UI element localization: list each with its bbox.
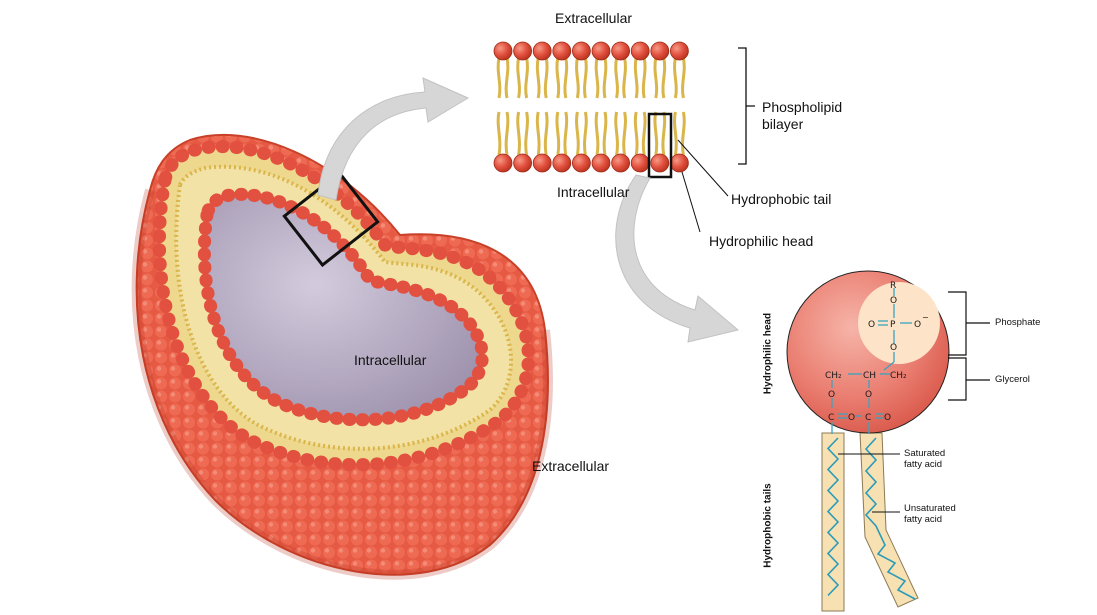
bilayer-tail xyxy=(683,112,685,155)
chem-ch: CH xyxy=(863,371,876,381)
bilayer-tail xyxy=(596,58,598,98)
bilayer-tail xyxy=(577,58,579,98)
chem-o-ester-left: O xyxy=(848,413,855,423)
bilayer-tail xyxy=(643,112,645,155)
bilayer-head-top xyxy=(514,42,532,60)
chem-ch2-left: CH₂ xyxy=(825,371,842,381)
bilayer-head-bottom xyxy=(612,154,630,172)
extracellular-cell-label: Extracellular xyxy=(532,458,609,474)
bilayer-head-top xyxy=(651,42,669,60)
bilayer-section xyxy=(494,42,688,172)
bilayer-head-bottom xyxy=(572,154,590,172)
bilayer-tail xyxy=(643,58,645,98)
bilayer-tail xyxy=(526,58,528,98)
chem-r: R xyxy=(890,281,896,291)
bilayer-tail xyxy=(565,58,567,98)
chem-o-ester-right: O xyxy=(884,413,891,423)
bilayer-tail xyxy=(506,58,508,98)
phosphate-label: Phosphate xyxy=(995,317,1040,328)
bilayer-head-top xyxy=(670,42,688,60)
chem-o-gly-left: O xyxy=(828,390,835,400)
unsaturated-fatty-acid-label: Unsaturated fatty acid xyxy=(904,503,956,525)
bilayer-tail xyxy=(577,112,579,155)
bilayer-tail xyxy=(616,58,618,98)
saturated-tail-box xyxy=(822,433,844,611)
bilayer-head-bottom xyxy=(553,154,571,172)
arrow-bilayer-to-molecule xyxy=(616,175,738,342)
bilayer-head-top xyxy=(494,42,512,60)
chem-o-top: O xyxy=(890,296,897,306)
chem-p: P xyxy=(890,320,896,330)
bilayer-tail xyxy=(635,58,637,98)
intracellular-cell-label: Intracellular xyxy=(354,352,426,368)
bilayer-head-bottom xyxy=(494,154,512,172)
chem-o-left: O xyxy=(868,320,875,330)
molecule-detail: R O O P O − O CH₂ CH CH₂ O O C O C O xyxy=(787,271,990,611)
saturated-fatty-acid-label: Saturated fatty acid xyxy=(904,448,945,470)
bilayer-tail xyxy=(655,112,657,155)
bilayer-tail xyxy=(624,58,626,98)
bilayer-tail xyxy=(545,112,547,155)
bilayer-head-top xyxy=(572,42,590,60)
bilayer-head-bottom xyxy=(592,154,610,172)
bilayer-tail xyxy=(537,112,539,155)
bilayer-tail xyxy=(565,112,567,155)
chem-c-left: C xyxy=(828,413,834,423)
bilayer-head-top xyxy=(553,42,571,60)
bilayer-tail xyxy=(545,58,547,98)
bilayer-tail xyxy=(604,112,606,155)
bilayer-tail xyxy=(596,112,598,155)
phospholipid-bilayer-label: Phospholipid bilayer xyxy=(762,99,842,133)
hydrophilic-head-leader xyxy=(682,172,700,232)
bilayer-tail xyxy=(663,112,665,155)
bilayer-tail xyxy=(585,58,587,98)
bilayer-head-top xyxy=(592,42,610,60)
bilayer-tail xyxy=(616,112,618,155)
bilayer-tail xyxy=(498,112,500,155)
bilayer-bracket xyxy=(738,48,755,164)
glycerol-label: Glycerol xyxy=(995,374,1030,385)
bilayer-tail xyxy=(498,58,500,98)
bilayer-tail xyxy=(663,58,665,98)
bilayer-tail xyxy=(526,112,528,155)
chem-o-bottom: O xyxy=(890,343,897,353)
hydrophilic-head-label: Hydrophilic head xyxy=(709,233,813,249)
hydrophobic-tail-label: Hydrophobic tail xyxy=(731,191,831,207)
bilayer-tail xyxy=(655,58,657,98)
bilayer-tail xyxy=(537,58,539,98)
bilayer-head-bottom xyxy=(651,154,669,172)
bilayer-tail xyxy=(675,112,677,155)
vertical-hydrophilic-head-label: Hydrophilic head xyxy=(763,304,774,404)
bilayer-tail xyxy=(624,112,626,155)
bilayer-tail xyxy=(585,112,587,155)
bilayer-tail xyxy=(675,58,677,98)
chem-o-gly-mid: O xyxy=(865,390,872,400)
bilayer-head-top xyxy=(533,42,551,60)
chem-o-right: O xyxy=(914,320,921,330)
bilayer-head-bottom xyxy=(670,154,688,172)
chem-o-minus: − xyxy=(922,313,929,322)
bilayer-head-top xyxy=(612,42,630,60)
bilayer-tail xyxy=(518,58,520,98)
bilayer-head-bottom xyxy=(514,154,532,172)
bilayer-tail xyxy=(683,58,685,98)
phosphate-bracket xyxy=(948,292,990,355)
cell-illustration xyxy=(137,135,548,575)
glycerol-bracket xyxy=(948,358,990,400)
bilayer-tail xyxy=(518,112,520,155)
bilayer-head-bottom xyxy=(631,154,649,172)
extracellular-top-label: Extracellular xyxy=(555,10,632,26)
bilayer-head-bottom xyxy=(533,154,551,172)
bilayer-tail xyxy=(635,112,637,155)
bilayer-tail xyxy=(506,112,508,155)
chem-c-right: C xyxy=(865,413,871,423)
bilayer-tail xyxy=(557,112,559,155)
bilayer-tail xyxy=(557,58,559,98)
bilayer-tail xyxy=(604,58,606,98)
bilayer-head-top xyxy=(631,42,649,60)
vertical-hydrophobic-tails-label: Hydrophobic tails xyxy=(763,471,774,581)
intracellular-top-label: Intracellular xyxy=(557,184,629,200)
chem-ch2-right: CH₂ xyxy=(890,371,907,381)
